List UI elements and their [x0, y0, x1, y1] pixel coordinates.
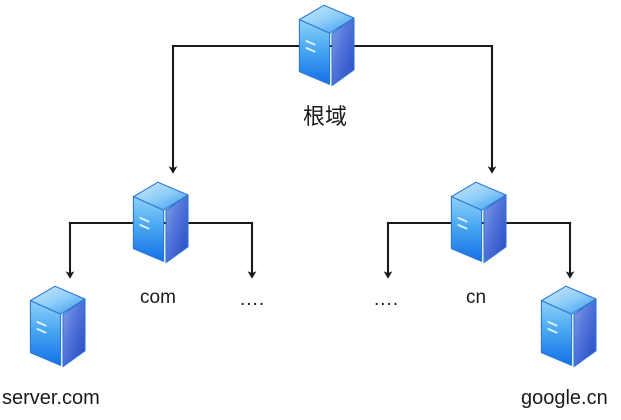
node-label-dots-left: .... — [240, 289, 266, 310]
server-icon-com — [132, 181, 189, 264]
server-icon-google-cn — [540, 285, 597, 368]
node-label-google-cn: google.cn — [521, 387, 608, 409]
node-label-server-com: server.com — [2, 387, 100, 409]
server-icon-root — [298, 4, 355, 87]
server-icon-cn — [450, 181, 507, 264]
server-icon-server-com — [29, 285, 86, 368]
node-label-dots-right: .... — [374, 289, 400, 310]
node-label-com: com — [140, 287, 176, 308]
node-label-cn: cn — [466, 287, 487, 308]
node-label-root: 根域 — [303, 104, 348, 129]
